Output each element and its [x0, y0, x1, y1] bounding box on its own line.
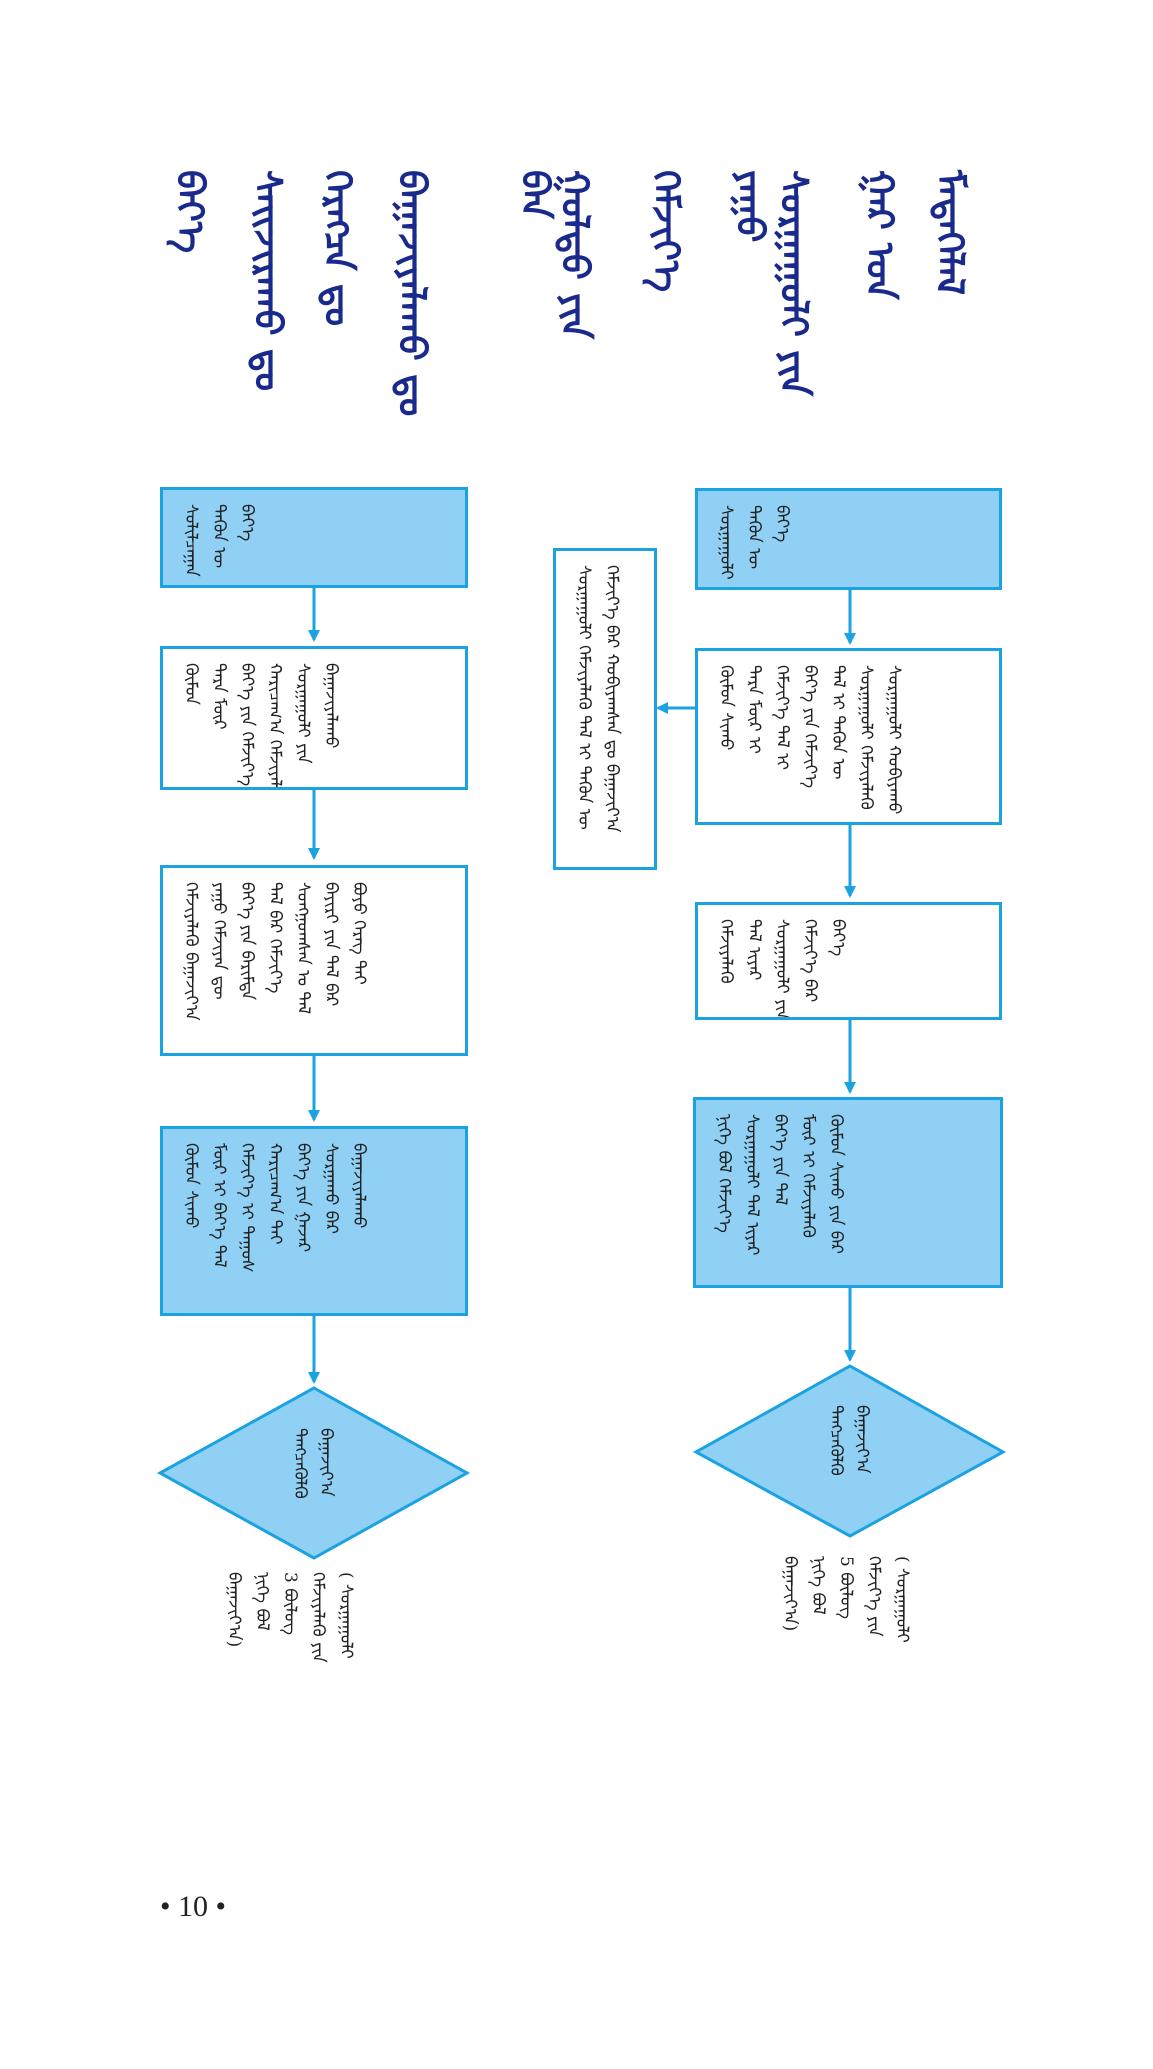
right-step-3-box: ᠨᠢᠭᠡ ᠪᠣᠯ ᠬᠡᠮᠵᠢᠶ᠎ᠡ ᠰᠤᠷᠭᠠᠭᠤᠯᠢ ᠲᠠᠯ ᠢᠶᠠᠷ ᠪᠡᠶ… — [693, 1097, 1003, 1288]
right-step1-line-4: ᠪᠡᠶ᠎ᠡ ᠶᠢᠨ ᠬᠡᠮᠵᠢᠶ᠎ᠡ — [800, 665, 820, 789]
left-step1-line-6: ᠪᠠᠭᠠᠵᠢᠶᠠᠯᠠᠬᠤ — [321, 663, 341, 749]
title-column-10: ᠭᠠᠷ ᠤᠨ — [858, 170, 903, 300]
right-start-box: ᠰᠤᠷᠭᠠᠭᠤᠯᠢ ᠲᠡᠭᠦᠨ ᠦ ᠪᠡᠶ᠎ᠡ — [695, 488, 1002, 590]
left-start-box: ᠰᠣᠯᠢᠯᠴᠠᠭᠠᠨ ᠲᠡᠭᠦᠨ ᠦ ᠪᠡᠶ᠎ᠡ — [160, 487, 468, 588]
right-end-label: ᠲᠡᠩᠴᠡᠭᠦᠯᠬᠦ ᠪᠠᠭᠠᠵᠢᠶ᠎ᠠ — [824, 1405, 874, 1476]
title-column-8: ᠶᠠᠭᠤ — [728, 170, 773, 243]
title-column-4: ᠪᠠᠭᠠᠵᠢᠶᠠᠯᠠᠬᠤ ᠳᠤ — [390, 170, 435, 417]
left-step2-line-2: ᠶᠠᠭᠤ ᠬᠡᠮᠵᠢᠶᠡᠨ ᠳᠦ — [209, 882, 229, 1000]
left-start-line-1: ᠰᠣᠯᠢᠯᠴᠠᠭᠠᠨ — [181, 504, 201, 577]
title-column-7: ᠬᠡᠮᠵᠢᠶ᠎ᠡ — [644, 170, 689, 293]
right-step3-line-1: ᠨᠢᠭᠡ ᠪᠣᠯ ᠬᠡᠮᠵᠢᠶ᠎ᠡ — [714, 1114, 734, 1233]
page-number: • 10 • — [160, 1890, 227, 1923]
left-step2-line-5: ᠰᠣᠨᠭᠭᠣᠭᠰᠠᠨ ᠤ ᠲᠠᠯ — [293, 882, 313, 1015]
right-step1-line-6: ᠰᠤᠷᠭᠠᠭᠤᠯᠢ ᠬᠡᠮᠵᠢᠶᠡᠯᠡᠬᠦ — [856, 665, 876, 810]
left-step2-line-3: ᠪᠡᠶ᠎ᠡ ᠶᠢᠨ ᠪᠠᠷᠢᠮᠲᠠ — [237, 882, 257, 1001]
title-column-5: ᠪᠠᠨ — [513, 170, 558, 220]
left-caption: ᠪᠠᠭᠠᠵᠢᠶ᠎ᠠ) ᠨᠢᠭᠡ ᠪᠣᠯ 3 ᠪᠦᠯᠦᠭ ᠬᠡᠮᠵᠢᠶᠡᠯᠡᠬᠦ … — [222, 1572, 358, 1663]
right-start-line-2: ᠲᠡᠭᠦᠨ ᠦ — [744, 505, 764, 570]
right-step1-line-7: ᠰᠤᠷᠭᠠᠭᠤᠯᠢ ᠬᠤᠪᠢᠶᠠᠬᠤ — [884, 665, 904, 815]
right-step-2-box: ᠬᠡᠮᠵᠢᠶᠡᠯᠡᠬᠦ ᠲᠠᠯ ᠢᠶᠠᠷ ᠰᠤᠷᠭᠠᠭᠤᠯᠢ ᠶᠢᠨ ᠬᠡᠮᠵᠢ… — [695, 902, 1002, 1020]
right-end-diamond — [692, 1364, 1007, 1538]
left-step1-line-2: ᠲᠡᠷᠡ ᠮᠦᠷ — [209, 663, 229, 730]
right-note-box: ᠰᠤᠷᠭᠠᠭᠤᠯᠢ ᠬᠡᠮᠵᠢᠶᠡᠯᠡᠬᠦ ᠲᠠᠯ ᠢ ᠲᠡᠭᠦᠨ ᠦ ᠬᠡᠮᠵ… — [553, 548, 657, 870]
right-step1-line-1: ᠬᠦᠮᠦᠨ ᠰᠢᠬᠤ — [716, 665, 736, 751]
left-step1-line-3: ᠪᠡᠶ᠎ᠡ ᠶᠢᠨ ᠬᠡᠮᠵᠢᠶ᠎ᠡ — [237, 663, 257, 787]
left-step2-line-4: ᠲᠠᠯ ᠪᠠᠷ ᠬᠡᠮᠵᠢᠶ᠎ᠡ — [265, 882, 285, 994]
left-end-diamond — [156, 1386, 471, 1560]
left-step3-line-1: ᠬᠦᠮᠦᠨ ᠰᠢᠬᠤ — [181, 1143, 201, 1229]
right-caption: ᠪᠠᠭᠠᠵᠢᠶ᠎ᠠ) ᠨᠢᠭᠡ ᠪᠣᠯ 5 ᠪᠦᠯᠦᠭ ᠬᠡᠮᠵᠢᠶ᠎ᠡ ᠶᠢᠨ… — [778, 1556, 914, 1643]
left-caption-line-4: ᠬᠡᠮᠵᠢᠶᠡᠯᠡᠬᠦ ᠶᠢᠨ — [308, 1572, 328, 1663]
right-note-line-1: ᠰᠤᠷᠭᠠᠭᠤᠯᠢ ᠬᠡᠮᠵᠢᠶᠡᠯᠡᠬᠦ ᠲᠠᠯ ᠢ ᠲᠡᠭᠦᠨ ᠦ — [574, 565, 594, 830]
right-caption-line-4: ᠬᠡᠮᠵᠢᠶ᠎ᠡ ᠶᠢᠨ — [864, 1556, 884, 1637]
right-step2-line-5: ᠪᠡᠶ᠎ᠡ — [828, 919, 848, 957]
right-note-line-2: ᠬᠡᠮᠵᠢᠶ᠎ᠡ ᠪᠠᠷ ᠬᠤᠪᠢᠶᠠᠭᠰᠠᠨ ᠳᠤ ᠪᠠᠭᠠᠵᠢᠶ᠎ᠠ — [602, 565, 622, 833]
right-step3-line-2: ᠰᠤᠷᠭᠠᠭᠤᠯᠢ ᠲᠠᠯ ᠢᠶᠠᠷ — [742, 1114, 762, 1256]
title-column-6: ᠭᠤᠯᠳᠤ ᠶᠢᠨ — [553, 170, 598, 340]
left-step1-line-5: ᠰᠤᠷᠭᠠᠭᠤᠯᠢ ᠶᠢᠨ — [293, 663, 313, 764]
title-block: ᠪᠡᠶ᠎ᠡ ᠰᠠᠢᠵᠢᠷᠠᠬᠤ ᠳᠤ ᠬᠡᠷᠡᠭᠴᠡ ᠳᠤ ᠪᠠᠭᠠᠵᠢᠶᠠᠯᠠ… — [168, 170, 1000, 416]
left-end-line-1: ᠲᠡᠩᠴᠡᠭᠦᠯᠬᠦ — [290, 1428, 310, 1499]
right-step-1-box: ᠬᠦᠮᠦᠨ ᠰᠢᠬᠤ ᠲᠡᠷᠡ ᠮᠦᠷ ᠢ ᠬᠡᠮᠵᠢᠶ᠎ᠡ ᠲᠠᠯ ᠢ ᠪᠡᠶ… — [695, 648, 1002, 825]
right-step2-line-3: ᠰᠤᠷᠭᠠᠭᠤᠯᠢ ᠶᠢᠨ — [772, 919, 792, 1020]
right-start-line-1: ᠰᠤᠷᠭᠠᠭᠤᠯᠢ — [716, 505, 736, 580]
left-step3-line-4: ᠬᠠᠷᠢᠴᠠᠭ᠎ᠠ ᠲᠠᠢ — [265, 1143, 285, 1245]
right-step2-line-4: ᠬᠡᠮᠵᠢᠶ᠎ᠡ ᠪᠠᠷ — [800, 919, 820, 1003]
left-caption-line-1: ᠪᠠᠭᠠᠵᠢᠶ᠎ᠠ) — [224, 1572, 244, 1648]
left-step3-line-7: ᠪᠠᠭᠠᠵᠢᠶᠠᠯᠠᠬᠤ — [349, 1143, 369, 1229]
left-start-line-3: ᠪᠡᠶ᠎ᠡ — [237, 504, 257, 542]
left-step2-line-1: ᠬᠡᠮᠵᠢᠶᠡᠯᠡᠬᠦ ᠪᠠᠭᠠᠵᠢᠶ᠎ᠠ — [181, 882, 201, 1021]
title-column-3: ᠬᠡᠷᠡᠭᠴᠡ ᠳᠤ — [316, 170, 361, 327]
left-step1-line-1: ᠬᠦᠮᠦᠨ — [181, 663, 201, 705]
left-step-3-box: ᠬᠦᠮᠦᠨ ᠰᠢᠬᠤ ᠮᠦᠷ ᠢ ᠪᠡᠶ᠎ᠡ ᠲᠠᠯ ᠬᠡᠮᠵᠢᠶ᠎ᠡ ᠢ ᠲᠠ… — [160, 1126, 468, 1316]
title-column-2: ᠰᠠᠢᠵᠢᠷᠠᠬᠤ ᠳᠤ — [246, 170, 291, 392]
right-step1-line-2: ᠲᠡᠷᠡ ᠮᠦᠷ ᠢ — [744, 665, 764, 754]
left-caption-line-5: ( ᠰᠤᠷᠭᠠᠭᠤᠯᠢ — [336, 1572, 356, 1659]
right-end-line-1: ᠲᠡᠩᠴᠡᠭᠦᠯᠬᠦ — [826, 1405, 846, 1476]
left-step2-line-6: ᠪᠠᠶᠢᠷᠢ ᠶᠢᠨ ᠲᠠᠯ ᠪᠠᠷ — [321, 882, 341, 1007]
right-caption-line-5: ( ᠰᠤᠷᠭᠠᠭᠤᠯᠢ — [892, 1556, 912, 1643]
right-caption-line-2: ᠨᠢᠭᠡ ᠪᠣᠯ — [808, 1556, 828, 1615]
right-step1-line-3: ᠬᠡᠮᠵᠢᠶ᠎ᠡ ᠲᠠᠯ ᠢ — [772, 665, 792, 771]
right-caption-line-3: 5 ᠪᠦᠯᠦᠭ — [836, 1556, 856, 1619]
left-step3-line-6: ᠰᠤᠷᠭᠠᠬᠤ ᠪᠠᠷ — [321, 1143, 341, 1234]
left-step-1-box: ᠬᠦᠮᠦᠨ ᠲᠡᠷᠡ ᠮᠦᠷ ᠪᠡᠶ᠎ᠡ ᠶᠢᠨ ᠬᠡᠮᠵᠢᠶ᠎ᠡ ᠬᠠᠷᠢᠴᠠ… — [160, 646, 468, 790]
right-step2-line-1: ᠬᠡᠮᠵᠢᠶᠡᠯᠡᠬᠦ — [716, 919, 736, 984]
left-step3-line-3: ᠬᠡᠮᠵᠢᠶ᠎ᠡ ᠢ ᠲᠠᠭᠤᠰ — [237, 1143, 257, 1273]
right-start-line-3: ᠪᠡᠶ᠎ᠡ — [772, 505, 792, 543]
left-step3-line-2: ᠮᠦᠷ ᠢ ᠪᠡᠶ᠎ᠡ ᠲᠠᠯ — [209, 1143, 229, 1268]
right-step3-line-4: ᠮᠦᠷ ᠢ ᠬᠡᠮᠵᠢᠶᠡᠯᠡᠬᠦ — [798, 1114, 818, 1238]
title-column-11: ᠮᠡᠳᠡᠭᠡᠯᠡᠯ — [928, 170, 973, 296]
left-end-line-2: ᠪᠠᠭᠠᠵᠢᠶ᠎ᠠ — [316, 1428, 336, 1497]
right-caption-line-1: ᠪᠠᠭᠠᠵᠢᠶ᠎ᠠ) — [780, 1556, 800, 1632]
left-end-label: ᠲᠡᠩᠴᠡᠭᠦᠯᠬᠦ ᠪᠠᠭᠠᠵᠢᠶ᠎ᠠ — [288, 1428, 338, 1499]
left-caption-line-3: 3 ᠪᠦᠯᠦᠭ — [280, 1572, 300, 1635]
right-step3-line-3: ᠪᠡᠶ᠎ᠡ ᠶᠢᠨ ᠲᠠᠯ — [770, 1114, 790, 1206]
left-step2-line-7: ᠪᠤᠶᠤ ᠬᠡᠷᠡᠭ ᠲᠠᠢ — [349, 882, 369, 985]
right-step1-line-5: ᠲᠠᠯ ᠢ ᠲᠡᠭᠦᠨ ᠦ — [828, 665, 848, 780]
left-step1-line-4: ᠬᠠᠷᠢᠴᠠᠭ᠎ᠠ ᠬᠡᠮᠵᠢᠶᠡᠯᠡᠬᠦ — [265, 663, 285, 790]
title-column-1: ᠪᠡᠶ᠎ᠡ — [168, 170, 213, 254]
left-step-2-box: ᠬᠡᠮᠵᠢᠶᠡᠯᠡᠬᠦ ᠪᠠᠭᠠᠵᠢᠶ᠎ᠠ ᠶᠠᠭᠤ ᠬᠡᠮᠵᠢᠶᠡᠨ ᠳᠦ ᠪ… — [160, 865, 468, 1056]
right-step3-line-5: ᠬᠦᠮᠦᠨ ᠰᠢᠬᠤ ᠶᠢᠨ ᠪᠠᠷ — [826, 1114, 846, 1254]
left-step3-line-5: ᠪᠡᠶ᠎ᠡ ᠶᠢᠨ ᠭᠠᠵᠠᠷ — [293, 1143, 313, 1253]
left-caption-line-2: ᠨᠢᠭᠡ ᠪᠣᠯ — [252, 1572, 272, 1631]
left-start-line-2: ᠲᠡᠭᠦᠨ ᠦ — [209, 504, 229, 569]
right-end-line-2: ᠪᠠᠭᠠᠵᠢᠶ᠎ᠠ — [852, 1405, 872, 1474]
title-column-9: ᠰᠤᠷᠭᠠᠭᠤᠯᠢ ᠶᠢᠨ — [772, 170, 817, 397]
right-step2-line-2: ᠲᠠᠯ ᠢᠶᠠᠷ — [744, 919, 764, 981]
